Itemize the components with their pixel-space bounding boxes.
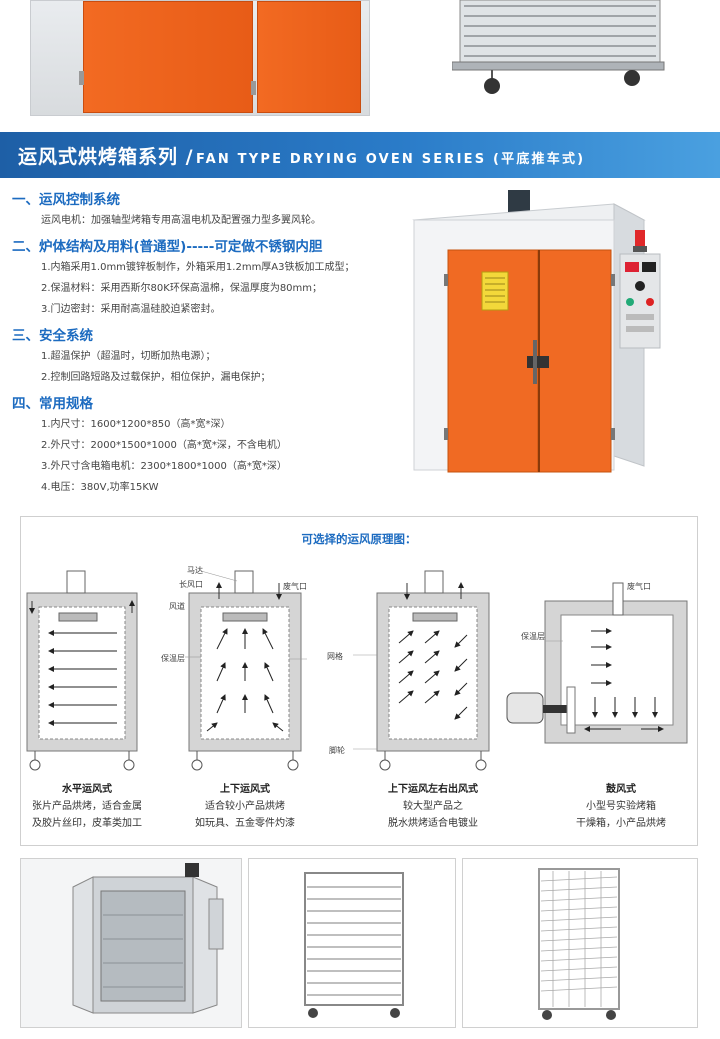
spec-line: 3.外尺寸含电箱电机：2300*1800*1000（高*宽*深）: [41, 461, 287, 472]
label-motor: 马达: [187, 565, 203, 575]
label-insulation-blower: 保温层: [521, 631, 545, 641]
section-heading-safety: 三、安全系统: [12, 328, 93, 344]
diagram-title: 可选择的运风原理图：: [301, 532, 417, 546]
diagram-updown: [185, 570, 307, 771]
spec-line: 4.电压：380V,功率15KW: [41, 482, 159, 493]
caption-title: 水平运风式: [62, 784, 112, 795]
caption-title: 上下运风式: [220, 784, 270, 795]
spec-text: 一、运风控制系统 运风电机：加强轴型烤箱专用高温电机及配置强力型多翼风轮。 二、…: [12, 186, 412, 498]
label-wheel: 脚轮: [329, 745, 345, 755]
oven-photo: [412, 190, 661, 473]
label-inlet: 长风口: [179, 579, 203, 589]
caption-title: 鼓风式: [606, 784, 636, 795]
label-insulation: 保温层: [161, 653, 185, 663]
oven-photo-top: [30, 0, 370, 116]
caption-desc: 干燥箱，小产品烘烤: [576, 818, 666, 829]
spec-line: 1.超温保护（超温时，切断加热电源）；: [41, 351, 216, 362]
airflow-diagrams: 马达 长风口 废气口 风道 保温层 网格 脚轮 废气口 保温层: [26, 565, 688, 771]
warning-lamp-icon: [633, 230, 647, 252]
caption-horizontal: 水平运风式 张片产品烘烤，适合金属 及胶片丝印，皮革类加工: [23, 781, 151, 832]
caption-blower: 鼓风式 小型号实验烤箱 干燥箱，小产品烘烤: [553, 781, 689, 832]
cart-photo-top: [452, 0, 665, 94]
caption-updown-leftright: 上下运风左右出风式 较大型产品之 脱水烘烤适合电镀业: [365, 781, 501, 832]
caption-desc: 及胶片丝印，皮革类加工: [32, 818, 142, 829]
photo-oven-open: [20, 858, 242, 1028]
section-heading-specs: 四、常用规格: [12, 396, 93, 412]
spec-line: 2.控制回路短路及过载保护，相位保护，漏电保护；: [41, 372, 271, 383]
label-exhaust: 废气口: [283, 581, 307, 591]
diagram-horizontal: [26, 570, 138, 771]
caption-updown: 上下运风式 适合较小产品烘烤 如玩具、五金零件灼漆: [181, 781, 309, 832]
spec-line: 3.门边密封：采用耐高温硅胶迫紧密封。: [41, 304, 221, 315]
photo-dry-rack: [462, 858, 698, 1028]
top-photo-strip: [0, 0, 720, 122]
series-title-en: FAN TYPE DRYING OVEN SERIES (平底推车式): [196, 152, 586, 167]
caption-desc: 较大型产品之: [403, 801, 463, 812]
photo-cart-rack: [248, 858, 456, 1028]
spec-line: 2.外尺寸：2000*1500*1000（高*宽*深，不含电机）: [41, 440, 287, 451]
caption-desc: 脱水烘烤适合电镀业: [388, 818, 478, 829]
section-heading-structure: 二、炉体结构及用料(普通型)-----可定做不锈钢内胆: [12, 239, 323, 255]
spec-section: 一、运风控制系统 运风电机：加强轴型烤箱专用高温电机及配置强力型多翼风轮。 二、…: [0, 186, 720, 496]
caption-desc: 张片产品烘烤，适合金属: [32, 801, 142, 812]
diagram-updown-leftright: [353, 570, 490, 771]
section-heading-control: 一、运风控制系统: [12, 192, 120, 208]
label-duct: 风道: [169, 601, 185, 611]
diagram-blower: [506, 582, 688, 744]
airflow-diagram-panel: 可选择的运风原理图：: [20, 516, 698, 846]
control-panel-icon: [619, 253, 661, 349]
series-title-bar: 运风式烘烤箱系列 / FAN TYPE DRYING OVEN SERIES (…: [0, 132, 720, 178]
caption-desc: 适合较小产品烘烤: [205, 801, 285, 812]
spec-line: 1.内箱采用1.0mm镀锌板制作，外箱采用1.2mm厚A3铁板加工成型；: [41, 262, 355, 273]
caption-title: 上下运风左右出风式: [388, 784, 478, 795]
spec-line: 1.内尺寸：1600*1200*850（高*宽*深）: [41, 419, 231, 430]
caption-desc: 小型号实验烤箱: [586, 801, 656, 812]
label-mesh: 网格: [327, 651, 343, 661]
label-exhaust-blower: 废气口: [627, 581, 651, 591]
series-title-cn: 运风式烘烤箱系列 /: [18, 146, 194, 168]
caption-desc: 如玩具、五金零件灼漆: [195, 818, 295, 829]
spec-line: 2.保温材料：采用西斯尔80K环保高温棉，保温厚度为80mm；: [41, 283, 323, 294]
spec-line: 运风电机：加强轴型烤箱专用高温电机及配置强力型多翼风轮。: [41, 215, 321, 226]
